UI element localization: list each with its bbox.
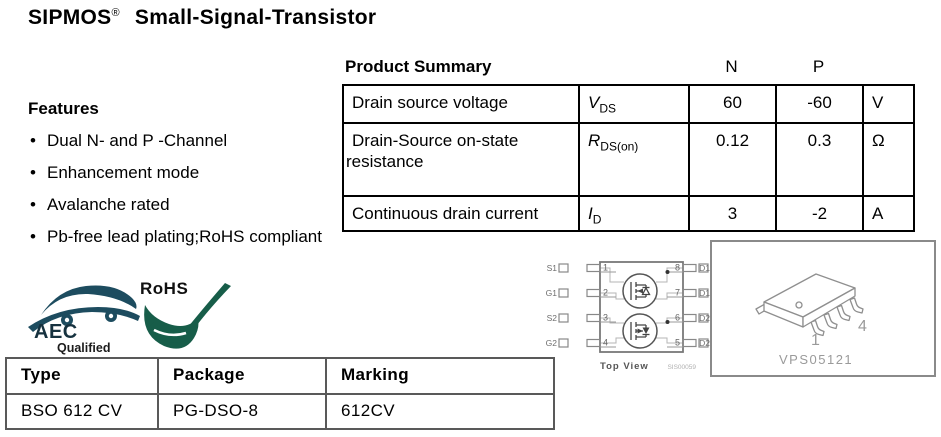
package-header: Package <box>157 357 327 395</box>
pin-number: 2 <box>603 288 608 298</box>
mosfet-symbol-bottom <box>622 313 658 349</box>
package-drawing: 1 4 VPS05121 <box>755 273 867 367</box>
pin-number: 8 <box>675 263 680 273</box>
pin1-label: 1 <box>811 332 820 349</box>
pin-number: 4 <box>603 338 608 348</box>
pin-label: D1 <box>699 288 710 298</box>
checkmark-shape <box>150 283 231 343</box>
product-summary-table: Drain source voltage VDS 60 -60 V Drain-… <box>342 84 915 233</box>
pin-labels: S1 G1 S2 G2 D1 D1 D2 D2 <box>546 263 710 348</box>
symbol-cell: RDS(on) <box>578 122 690 197</box>
bullet-icon: • <box>30 131 36 150</box>
p-value-cell: 0.3 <box>775 122 864 197</box>
param-cell: Drain-Source on-state resistance <box>342 122 580 197</box>
pin-label: S2 <box>547 313 558 323</box>
n-value-cell: 3 <box>688 194 777 233</box>
pin1-dimple <box>795 301 803 309</box>
package-cell: PG-DSO-8 <box>157 393 327 430</box>
p-value-cell: -2 <box>775 194 864 233</box>
unit-cell: V <box>862 84 915 124</box>
pin-label: D2 <box>699 313 710 323</box>
pin-number: 7 <box>675 288 680 298</box>
feature-item: •Pb-free lead plating;RoHS compliant <box>30 227 322 246</box>
top-view-caption: Top View <box>600 361 649 372</box>
table-header-row: Type Package Marking <box>5 357 555 395</box>
figure-code: SIS00059 <box>667 364 696 371</box>
table-row: Drain-Source on-state resistance RDS(on)… <box>342 122 915 197</box>
junction-dot <box>665 320 670 324</box>
bullet-icon: • <box>30 195 36 214</box>
car-wheel-center <box>108 313 114 319</box>
order-table: Type Package Marking BSO 612 CV PG-DSO-8… <box>5 357 555 430</box>
package-figure-box: 1 4 VPS05121 <box>710 240 936 377</box>
bullet-icon: • <box>30 227 36 246</box>
table-row: Drain source voltage VDS 60 -60 V <box>342 84 915 124</box>
param-cell: Drain source voltage <box>342 84 580 124</box>
package-body <box>755 273 864 337</box>
marking-cell: 612CV <box>325 393 555 430</box>
feature-item: •Dual N- and P -Channel <box>30 131 228 150</box>
car-wheel-center <box>64 317 70 323</box>
marking-header: Marking <box>325 357 555 395</box>
n-value-cell: 60 <box>688 84 777 124</box>
n-value-cell: 0.12 <box>688 122 777 197</box>
unit-cell: A <box>862 194 915 233</box>
pin-number: 1 <box>603 263 608 273</box>
pinout-diagram: S1 G1 S2 G2 D1 D1 D2 D2 1 2 3 4 8 7 6 5 … <box>546 261 710 372</box>
pin-number: 6 <box>675 313 680 323</box>
feature-item: •Avalanche rated <box>30 195 170 214</box>
pin-label: G1 <box>546 288 558 298</box>
pin-traces <box>600 267 683 344</box>
pin-label: D1 <box>699 263 710 273</box>
right-pin-stubs <box>682 263 709 348</box>
pin-number: 5 <box>675 338 680 348</box>
pin-number: 3 <box>603 313 608 323</box>
features-heading: Features <box>28 99 99 118</box>
column-header-p: P <box>812 57 825 76</box>
qualified-text: Qualified <box>57 341 110 355</box>
package-labels: 1 4 VPS05121 <box>779 318 867 367</box>
unit-cell: Ω <box>862 122 915 197</box>
bullet-icon: • <box>30 163 36 182</box>
mosfet-symbol-top <box>622 273 658 309</box>
symbol-cell: ID <box>578 194 690 233</box>
ic-body <box>599 261 684 353</box>
pin-label: G2 <box>546 338 558 348</box>
title-rest: Small-Signal-Transistor <box>134 6 377 29</box>
aec-text: AEC <box>34 321 78 343</box>
brand-name: SIPMOS <box>28 6 112 29</box>
p-value-cell: -60 <box>775 84 864 124</box>
table-row: BSO 612 CV PG-DSO-8 612CV <box>5 393 555 430</box>
pin-label: D2 <box>699 338 710 348</box>
type-header: Type <box>5 357 159 395</box>
leaf-vein <box>153 328 187 337</box>
car-roof-shape <box>41 285 137 315</box>
junction-dot <box>665 270 670 274</box>
registered-mark: ® <box>111 7 120 19</box>
rohs-text: RoHS <box>140 279 188 298</box>
pin-label: S1 <box>547 263 558 273</box>
pin-numbers: 1 2 3 4 8 7 6 5 <box>603 263 680 348</box>
page-title: SIPMOS® Small-Signal-Transistor <box>28 6 376 30</box>
aec-qualified-logo: AEC Qualified <box>28 285 140 355</box>
pin-number-lines <box>600 271 683 348</box>
feature-item: •Enhancement mode <box>30 163 200 182</box>
rohs-logo: RoHS <box>140 279 231 349</box>
param-cell: Continuous drain current <box>342 194 580 233</box>
type-cell: BSO 612 CV <box>5 393 159 430</box>
product-summary-heading: Product Summary <box>345 57 492 76</box>
pin4-label: 4 <box>858 318 867 335</box>
photo-code: VPS05121 <box>779 352 853 367</box>
column-header-n: N <box>725 57 738 76</box>
symbol-cell: VDS <box>578 84 690 124</box>
table-row: Continuous drain current ID 3 -2 A <box>342 194 915 233</box>
left-pin-stubs <box>558 263 601 348</box>
